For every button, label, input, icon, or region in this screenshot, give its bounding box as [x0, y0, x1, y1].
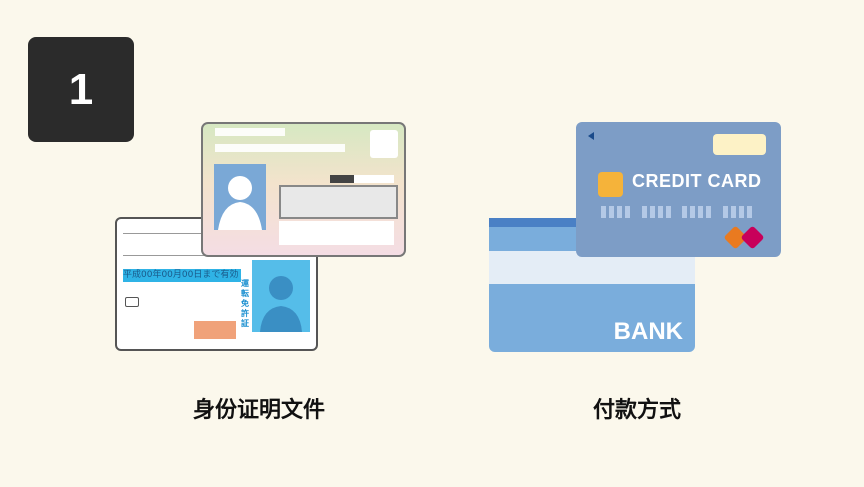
- card-brand-logo: [740, 225, 765, 250]
- triangle-icon: [588, 132, 594, 140]
- bank-card-text: BANK: [613, 318, 683, 345]
- payment-method-label: 付款方式: [592, 398, 681, 423]
- id-info-box: [279, 185, 398, 219]
- id-card-illustration: [201, 122, 406, 257]
- license-title-vertical: 運転免許証: [241, 279, 249, 328]
- credit-card-illustration: CREDIT CARD: [576, 122, 781, 257]
- id-documents-label: 身份证明文件: [192, 398, 325, 423]
- chip-icon: [598, 172, 623, 197]
- license-validity-text: 平成00年00月00日まで有効: [123, 269, 241, 282]
- signature-panel: [713, 134, 766, 155]
- credit-card-text: CREDIT CARD: [632, 171, 762, 191]
- license-number-grid: [194, 321, 236, 339]
- license-photo: [252, 260, 310, 332]
- id-photo: [214, 164, 266, 230]
- step-number-badge: 1: [28, 37, 134, 142]
